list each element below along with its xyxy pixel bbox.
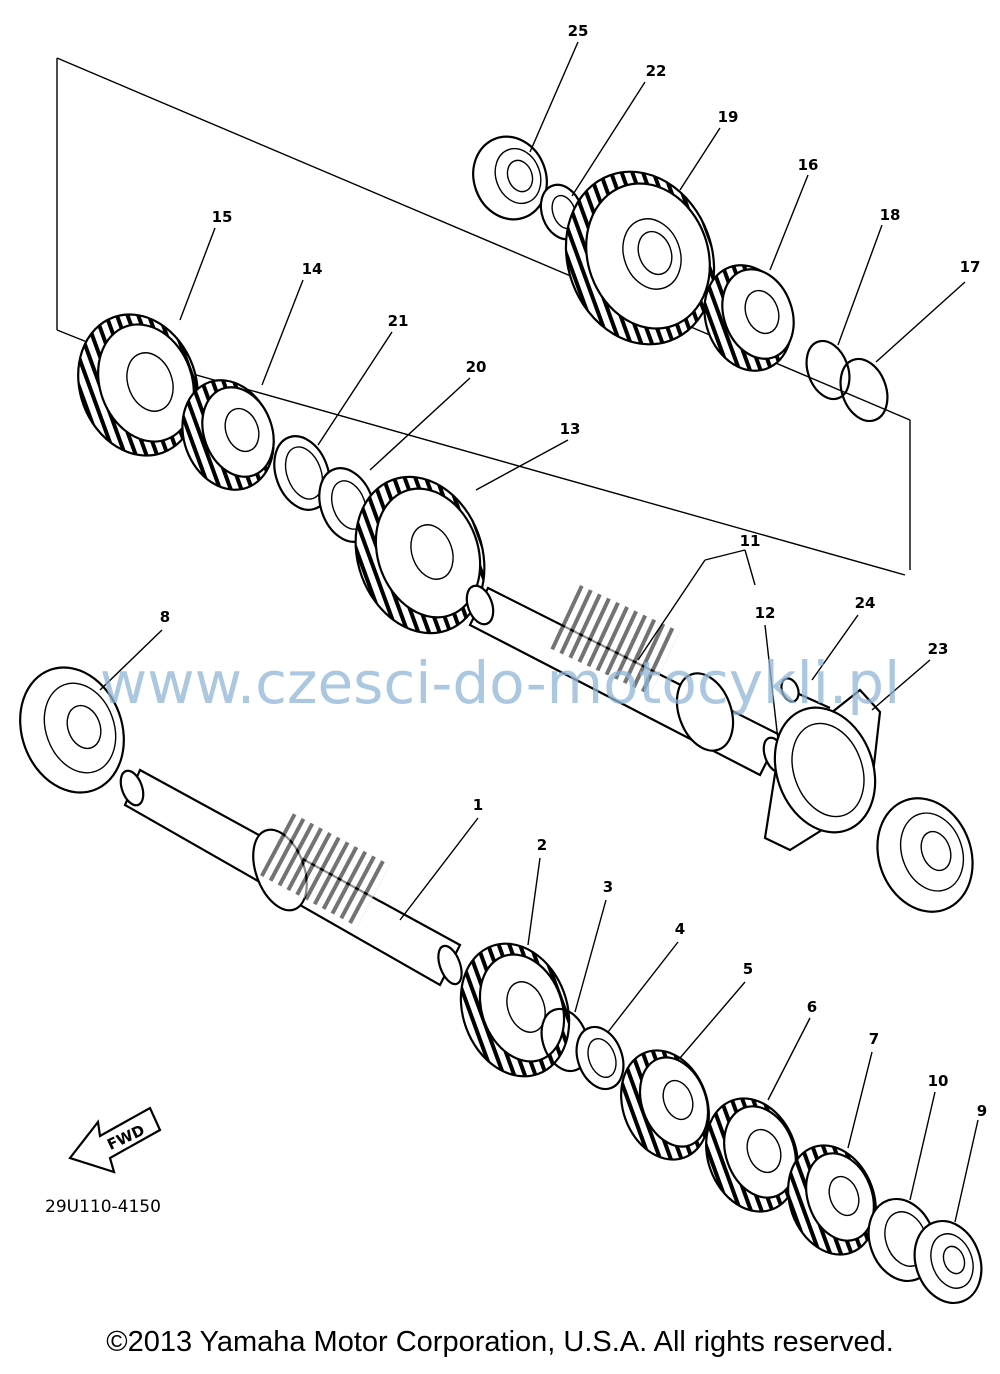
label-16: 16 (798, 156, 819, 174)
watermark-text: www.czesci-do-motocykli.pl (100, 649, 901, 717)
label-8: 8 (160, 608, 170, 626)
part-labels: 25 22 19 16 18 17 15 14 21 20 13 11 12 2… (160, 22, 987, 1120)
label-22: 22 (646, 62, 667, 80)
label-25: 25 (568, 22, 589, 40)
washer-21 (273, 435, 331, 511)
label-19: 19 (718, 108, 739, 126)
label-4: 4 (675, 920, 685, 938)
label-23: 23 (928, 640, 949, 658)
label-5: 5 (743, 960, 753, 978)
label-20: 20 (466, 358, 487, 376)
fwd-arrow-icon: FWD (68, 1106, 162, 1174)
label-6: 6 (807, 998, 817, 1016)
copyright-text: ©2013 Yamaha Motor Corporation, U.S.A. A… (106, 1326, 894, 1358)
label-18: 18 (880, 206, 901, 224)
seal-9 (913, 1219, 983, 1305)
bearing-plate-23 (763, 688, 882, 852)
gear-13 (354, 475, 486, 635)
label-3: 3 (603, 878, 613, 896)
bearing-25 (472, 135, 548, 221)
drawing-code: 29U110-4150 (45, 1197, 161, 1217)
gear-5 (620, 1049, 710, 1161)
gear-14 (181, 379, 275, 491)
label-1: 1 (473, 796, 483, 814)
label-9: 9 (977, 1102, 987, 1120)
gear-16 (703, 264, 795, 372)
label-11: 11 (740, 532, 761, 550)
gear-7 (787, 1144, 877, 1256)
gear-19 (564, 170, 716, 346)
label-12: 12 (755, 604, 776, 622)
main-axle-1 (119, 768, 463, 987)
label-13: 13 (560, 420, 581, 438)
gear-6 (705, 1097, 799, 1213)
label-14: 14 (302, 260, 323, 278)
label-15: 15 (212, 208, 233, 226)
washer-4 (575, 1025, 625, 1091)
label-2: 2 (537, 836, 547, 854)
leader-lines (99, 41, 979, 1223)
gear-15 (77, 313, 199, 457)
label-21: 21 (388, 312, 409, 330)
circlip-17 (839, 357, 889, 423)
label-7: 7 (869, 1030, 879, 1048)
label-17: 17 (960, 258, 981, 276)
drive-axle-11 (465, 584, 788, 777)
bearing-8 (19, 666, 125, 794)
label-10: 10 (928, 1072, 949, 1090)
bearing-right (876, 797, 974, 913)
label-24: 24 (855, 594, 876, 612)
screw-24 (780, 677, 831, 710)
